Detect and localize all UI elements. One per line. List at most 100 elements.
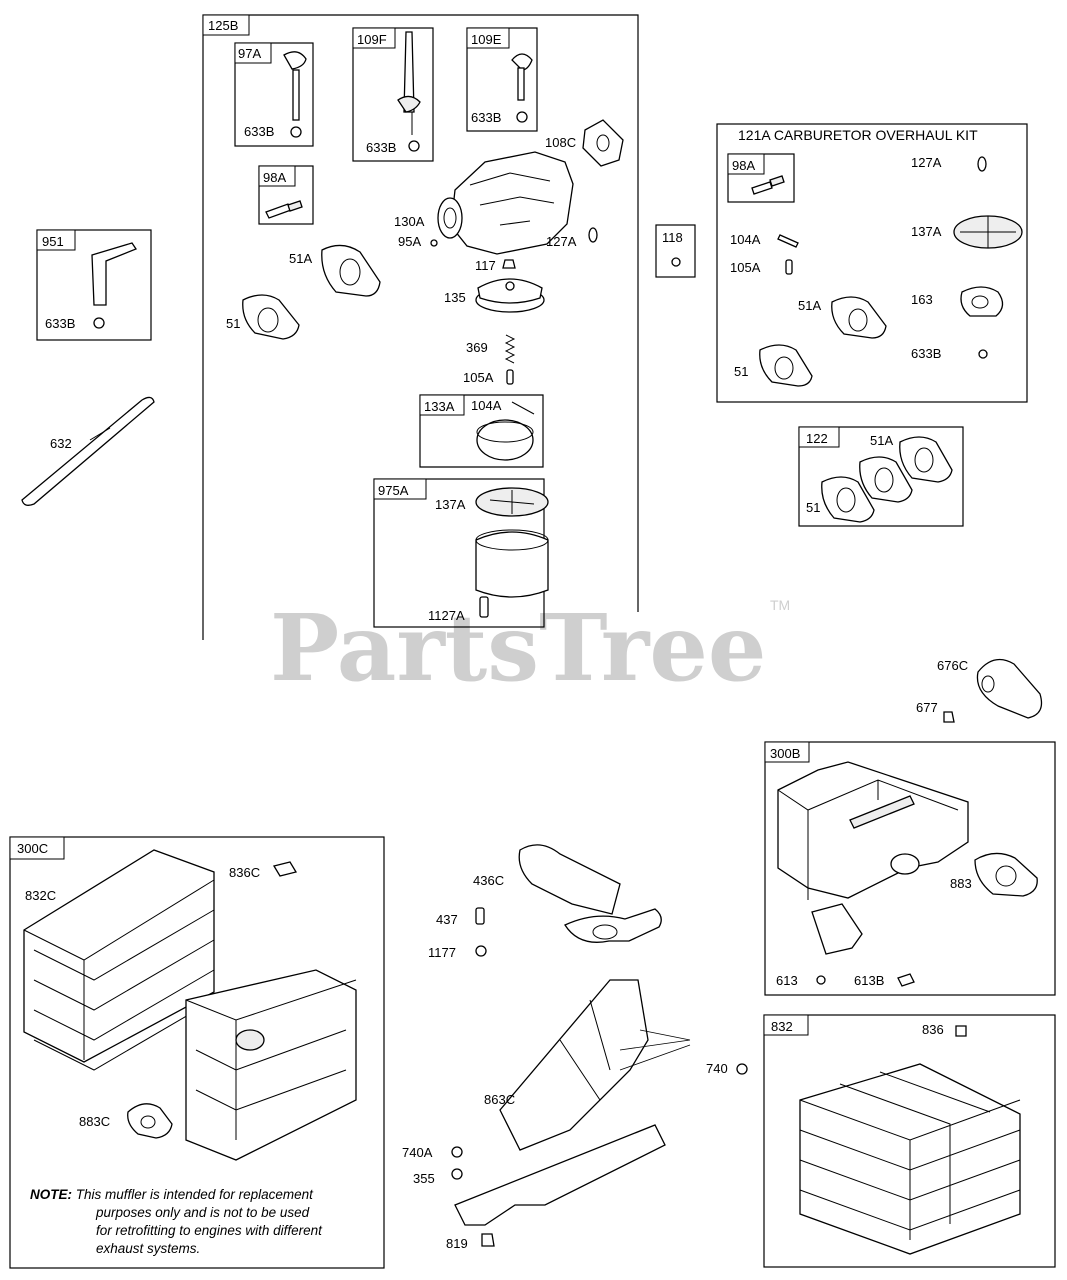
kit-label-127A: 127A (911, 155, 942, 170)
box-832[interactable]: 832 836 (763, 1014, 1056, 1268)
kit-label-163: 163 (911, 292, 933, 307)
part-863C[interactable]: 740 863C (454, 979, 748, 1226)
box-121A-kit[interactable]: 121A CARBURETOR OVERHAUL KIT 98A 127A 10… (716, 123, 1028, 403)
label-137A: 137A (435, 497, 466, 512)
kit-label-633B: 633B (911, 346, 941, 361)
label-819: 819 (446, 1236, 468, 1251)
note-line-2: purposes only and is not to be used (96, 1205, 310, 1220)
box-label-133A: 133A (424, 399, 455, 414)
box-975A[interactable]: 975A 137A 1127A (373, 478, 549, 628)
box-label-109E: 109E (471, 32, 502, 47)
kit-label-105A: 105A (730, 260, 761, 275)
label-135: 135 (444, 290, 466, 305)
label-51A: 51A (289, 251, 312, 266)
label-105A: 105A (463, 370, 494, 385)
kit-label-104A: 104A (730, 232, 761, 247)
box-label-98A: 98A (263, 170, 286, 185)
part-127A[interactable]: 127A (546, 227, 598, 249)
box-109F[interactable]: 109F 633B (352, 27, 434, 162)
box-label-122: 122 (806, 431, 828, 446)
label-51-122: 51 (806, 500, 820, 515)
label-633B-97A: 633B (244, 124, 274, 139)
carburetor-body[interactable]: 130A 95A (394, 151, 574, 255)
label-117: 117 (475, 258, 496, 273)
part-117[interactable]: 117 (475, 258, 516, 273)
part-437[interactable]: 437 (436, 907, 485, 927)
part-51A[interactable]: 51A (289, 244, 381, 297)
watermark-text: PartsTree (270, 594, 766, 702)
label-613B: 613B (854, 973, 884, 988)
kit-label-51A: 51A (798, 298, 821, 313)
box-label-118: 118 (662, 230, 683, 245)
part-355[interactable]: 355 (413, 1168, 463, 1186)
label-633B-951: 633B (45, 316, 75, 331)
box-300C[interactable]: 300C 836C 832C 883C (9, 836, 385, 1269)
part-108C[interactable]: 108C (545, 119, 624, 167)
part-369[interactable]: 369 (466, 334, 516, 364)
label-613: 613 (776, 973, 798, 988)
label-836: 836 (922, 1022, 944, 1037)
watermark-tm: TM (770, 597, 790, 613)
box-label-125B: 125B (208, 18, 238, 33)
box-122[interactable]: 122 51A 51 (798, 426, 964, 527)
label-436C: 436C (473, 873, 504, 888)
note-line-3: for retrofitting to engines with differe… (96, 1223, 322, 1238)
box-label-109F: 109F (357, 32, 387, 47)
box-label-975A: 975A (378, 483, 409, 498)
label-1177: 1177 (428, 945, 456, 960)
label-836C: 836C (229, 865, 260, 880)
label-108C: 108C (545, 135, 576, 150)
part-676C[interactable]: 676C 677 (916, 658, 1043, 723)
part-135[interactable]: 135 (444, 278, 545, 313)
label-740: 740 (706, 1061, 728, 1076)
kit-label-137A: 137A (911, 224, 942, 239)
part-97A-shape (283, 51, 307, 70)
label-832C: 832C (25, 888, 56, 903)
box-97A[interactable]: 97A 633B (234, 42, 314, 147)
box-951[interactable]: 951 633B (36, 229, 152, 341)
label-883C: 883C (79, 1114, 110, 1129)
box-300B[interactable]: 300B 883 613 613B (764, 741, 1056, 996)
note-line-4: exhaust systems. (96, 1241, 201, 1256)
box-label-300C: 300C (17, 841, 48, 856)
label-355: 355 (413, 1171, 435, 1186)
box-109E[interactable]: 109E 633B (466, 27, 538, 132)
kit-label-51: 51 (734, 364, 748, 379)
part-1177[interactable]: 1177 (428, 945, 487, 960)
box-98A[interactable]: 98A (258, 165, 314, 225)
label-633B-109F: 633B (366, 140, 396, 155)
part-436C[interactable]: 436C (473, 844, 662, 943)
box-label-300B: 300B (770, 746, 800, 761)
box-label-951: 951 (42, 234, 64, 249)
part-819[interactable]: 819 (446, 1233, 495, 1251)
label-127A: 127A (546, 234, 577, 249)
label-51A-122: 51A (870, 433, 893, 448)
group-125B: 125B (202, 14, 639, 640)
label-632: 632 (50, 436, 72, 451)
box-label-98A-kit: 98A (732, 158, 755, 173)
label-130A: 130A (394, 214, 425, 229)
note-label: NOTE: (30, 1187, 72, 1202)
box-133A[interactable]: 133A 104A (419, 394, 544, 468)
label-95A: 95A (398, 234, 421, 249)
part-632[interactable]: 632 (21, 396, 155, 506)
box-label-832: 832 (771, 1019, 793, 1034)
label-883: 883 (950, 876, 972, 891)
box-118[interactable]: 118 (655, 224, 696, 278)
label-863C: 863C (484, 1092, 515, 1107)
label-676C: 676C (937, 658, 968, 673)
note-line-1: This muffler is intended for replacement (75, 1187, 313, 1202)
part-105A[interactable]: 105A (463, 369, 514, 385)
box-label-97A: 97A (238, 46, 261, 61)
muffler-note: NOTE: This muffler is intended for repla… (30, 1186, 375, 1258)
label-677: 677 (916, 700, 938, 715)
label-633B-109E: 633B (471, 110, 501, 125)
label-740A: 740A (402, 1145, 433, 1160)
part-51[interactable]: 51 (226, 294, 300, 340)
label-1127A: 1127A (428, 608, 465, 623)
part-740A[interactable]: 740A (402, 1145, 463, 1160)
label-51: 51 (226, 316, 240, 331)
box-label-121A: 121A CARBURETOR OVERHAUL KIT (738, 127, 978, 143)
label-369: 369 (466, 340, 488, 355)
